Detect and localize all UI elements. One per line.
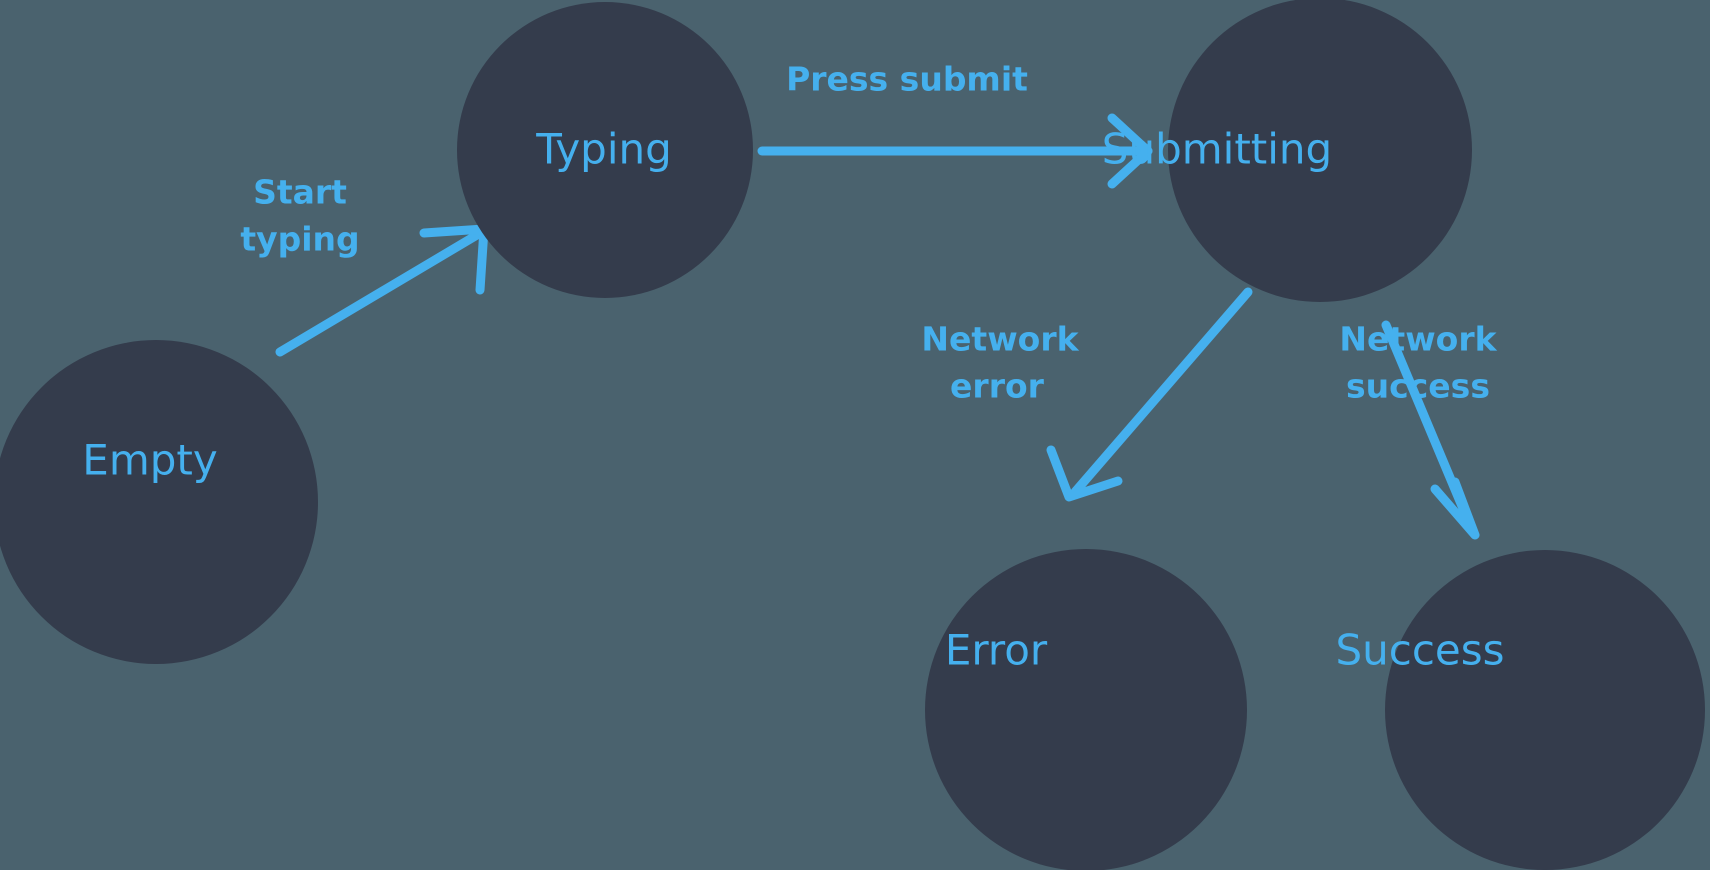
edge-submitting-to-error-arrowhead bbox=[1046, 445, 1123, 502]
edge-submitting-to-error bbox=[1046, 287, 1253, 502]
edge-label-network-error-line2: error bbox=[950, 367, 1045, 406]
edge-label-press-submit-line1: Press submit bbox=[786, 60, 1028, 99]
state-node-error-label: Error bbox=[945, 626, 1048, 675]
state-node-success[interactable]: Success bbox=[1335, 550, 1705, 870]
edge-label-network-success: Network success bbox=[1339, 320, 1497, 406]
edge-label-network-success-line2: success bbox=[1346, 367, 1490, 406]
edge-label-network-error-line1: Network bbox=[921, 320, 1079, 359]
state-node-success-label: Success bbox=[1335, 626, 1504, 675]
state-node-error[interactable]: Error bbox=[925, 549, 1247, 870]
state-node-empty[interactable]: Empty bbox=[0, 340, 318, 664]
edge-label-press-submit: Press submit bbox=[786, 60, 1028, 99]
state-node-typing-circle[interactable] bbox=[457, 2, 753, 298]
edge-submitting-to-success bbox=[1381, 320, 1480, 540]
edge-empty-to-typing-line bbox=[275, 227, 487, 357]
edge-label-network-error: Network error bbox=[921, 320, 1079, 406]
state-node-typing[interactable]: Typing bbox=[457, 2, 753, 298]
state-node-error-circle[interactable] bbox=[925, 549, 1247, 870]
state-node-submitting-circle[interactable] bbox=[1168, 0, 1472, 302]
edge-submitting-to-error-line bbox=[1070, 287, 1253, 497]
state-node-empty-label: Empty bbox=[82, 436, 217, 485]
state-node-submitting[interactable]: Submitting bbox=[1102, 0, 1472, 302]
state-node-typing-label: Typing bbox=[535, 125, 672, 174]
edge-typing-to-submitting bbox=[757, 113, 1153, 189]
edge-typing-to-submitting-arrowhead bbox=[1107, 113, 1153, 189]
edge-label-start-typing-line2: typing bbox=[240, 220, 359, 259]
state-node-success-circle[interactable] bbox=[1385, 550, 1705, 870]
edge-label-start-typing-line1: Start bbox=[253, 173, 347, 212]
edge-label-network-success-line1: Network bbox=[1339, 320, 1497, 359]
state-node-empty-circle[interactable] bbox=[0, 340, 318, 664]
edge-label-start-typing: Start typing bbox=[240, 173, 359, 259]
edge-submitting-to-success-arrowhead bbox=[1430, 477, 1480, 540]
state-node-submitting-label: Submitting bbox=[1102, 125, 1332, 174]
